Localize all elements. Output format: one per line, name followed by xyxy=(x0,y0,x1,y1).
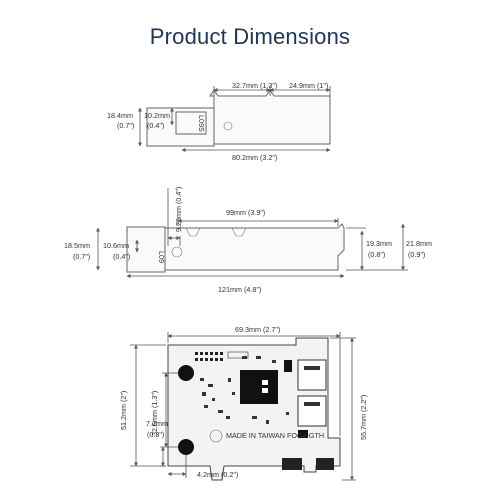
middle-bracket-text: L09 xyxy=(157,251,166,263)
middle-bracket-view: L09 9.25mm (0.4") 99mm (3.9") 18.5mm (0.… xyxy=(64,187,432,294)
pcb-outline xyxy=(167,337,341,481)
usb-port-bottom xyxy=(297,395,327,427)
middle-dim-hole: 9.25mm (0.4") xyxy=(174,187,183,232)
middle-dim-tab-in: (0.4") xyxy=(113,252,130,261)
board-dim-small-mm: 7.2mm xyxy=(146,419,168,428)
middle-dim-right-a-in: (0.8") xyxy=(368,250,385,259)
mounting-hole-top xyxy=(178,365,194,381)
middle-tab xyxy=(126,226,166,273)
board-dim-bottom: 4.2mm (0.2") xyxy=(197,470,238,479)
port-chip-2 xyxy=(298,430,308,438)
top-dim-a: 32.7mm (1.3") xyxy=(232,81,277,90)
middle-dim-left-in: (0.7") xyxy=(73,252,90,261)
board-view: MADE IN TAIWAN FOO4-GTH 69.3mm (2.7") 51… xyxy=(119,325,368,481)
board-dim-small-in: (0.3") xyxy=(147,430,164,439)
top-dim-length: 80.2mm (3.2") xyxy=(232,153,277,162)
top-tab-inner xyxy=(175,111,207,135)
top-screw-hole xyxy=(223,121,233,131)
top-dim-tab-in: (0.4") xyxy=(147,121,164,130)
page-title: Product Dimensions xyxy=(149,24,351,49)
top-dim-height-mm: 18.4mm xyxy=(107,111,133,120)
mounting-hole-bottom xyxy=(178,439,194,455)
smd-components xyxy=(200,356,289,424)
middle-screw-hole xyxy=(171,246,183,258)
top-dim-height-in: (0.7") xyxy=(117,121,134,130)
port-chip xyxy=(284,360,292,372)
usb-port-top xyxy=(297,359,327,391)
middle-dim-right-b-mm: 21.8mm xyxy=(406,239,432,248)
board-hole xyxy=(209,429,223,443)
board-dim-height-left: 51.2mm (2") xyxy=(119,391,128,430)
top-dim-tab-mm: 10.2mm xyxy=(144,111,170,120)
pcie-edge-connector xyxy=(282,458,334,470)
middle-dim-width: 99mm (3.9") xyxy=(226,208,265,217)
board-dim-height-right: 55.7mm (2.2") xyxy=(359,395,368,440)
board-silk-text: MADE IN TAIWAN FOO4-GTH xyxy=(226,431,324,440)
middle-dim-tab-mm: 10.6mm xyxy=(103,241,129,250)
middle-dim-left-mm: 18.5mm xyxy=(64,241,90,250)
board-dim-width: 69.3mm (2.7") xyxy=(235,325,280,334)
middle-dim-right-a-mm: 19.3mm xyxy=(366,239,392,248)
top-bracket-text: L09S xyxy=(197,115,206,132)
top-dim-b: 24.9mm (1") xyxy=(289,81,328,90)
top-bracket-view: L09S 32.7mm (1.3") 24.9mm (1") 18.4mm (0… xyxy=(107,81,331,162)
middle-dim-total: 121mm (4.8") xyxy=(218,285,261,294)
controller-chip xyxy=(240,370,278,404)
board-dim-height-mid: 32.6mm (1.3") xyxy=(150,391,159,436)
middle-dim-right-b-in: (0.9") xyxy=(408,250,425,259)
pin-header xyxy=(195,351,249,361)
middle-bracket-body xyxy=(157,223,345,271)
